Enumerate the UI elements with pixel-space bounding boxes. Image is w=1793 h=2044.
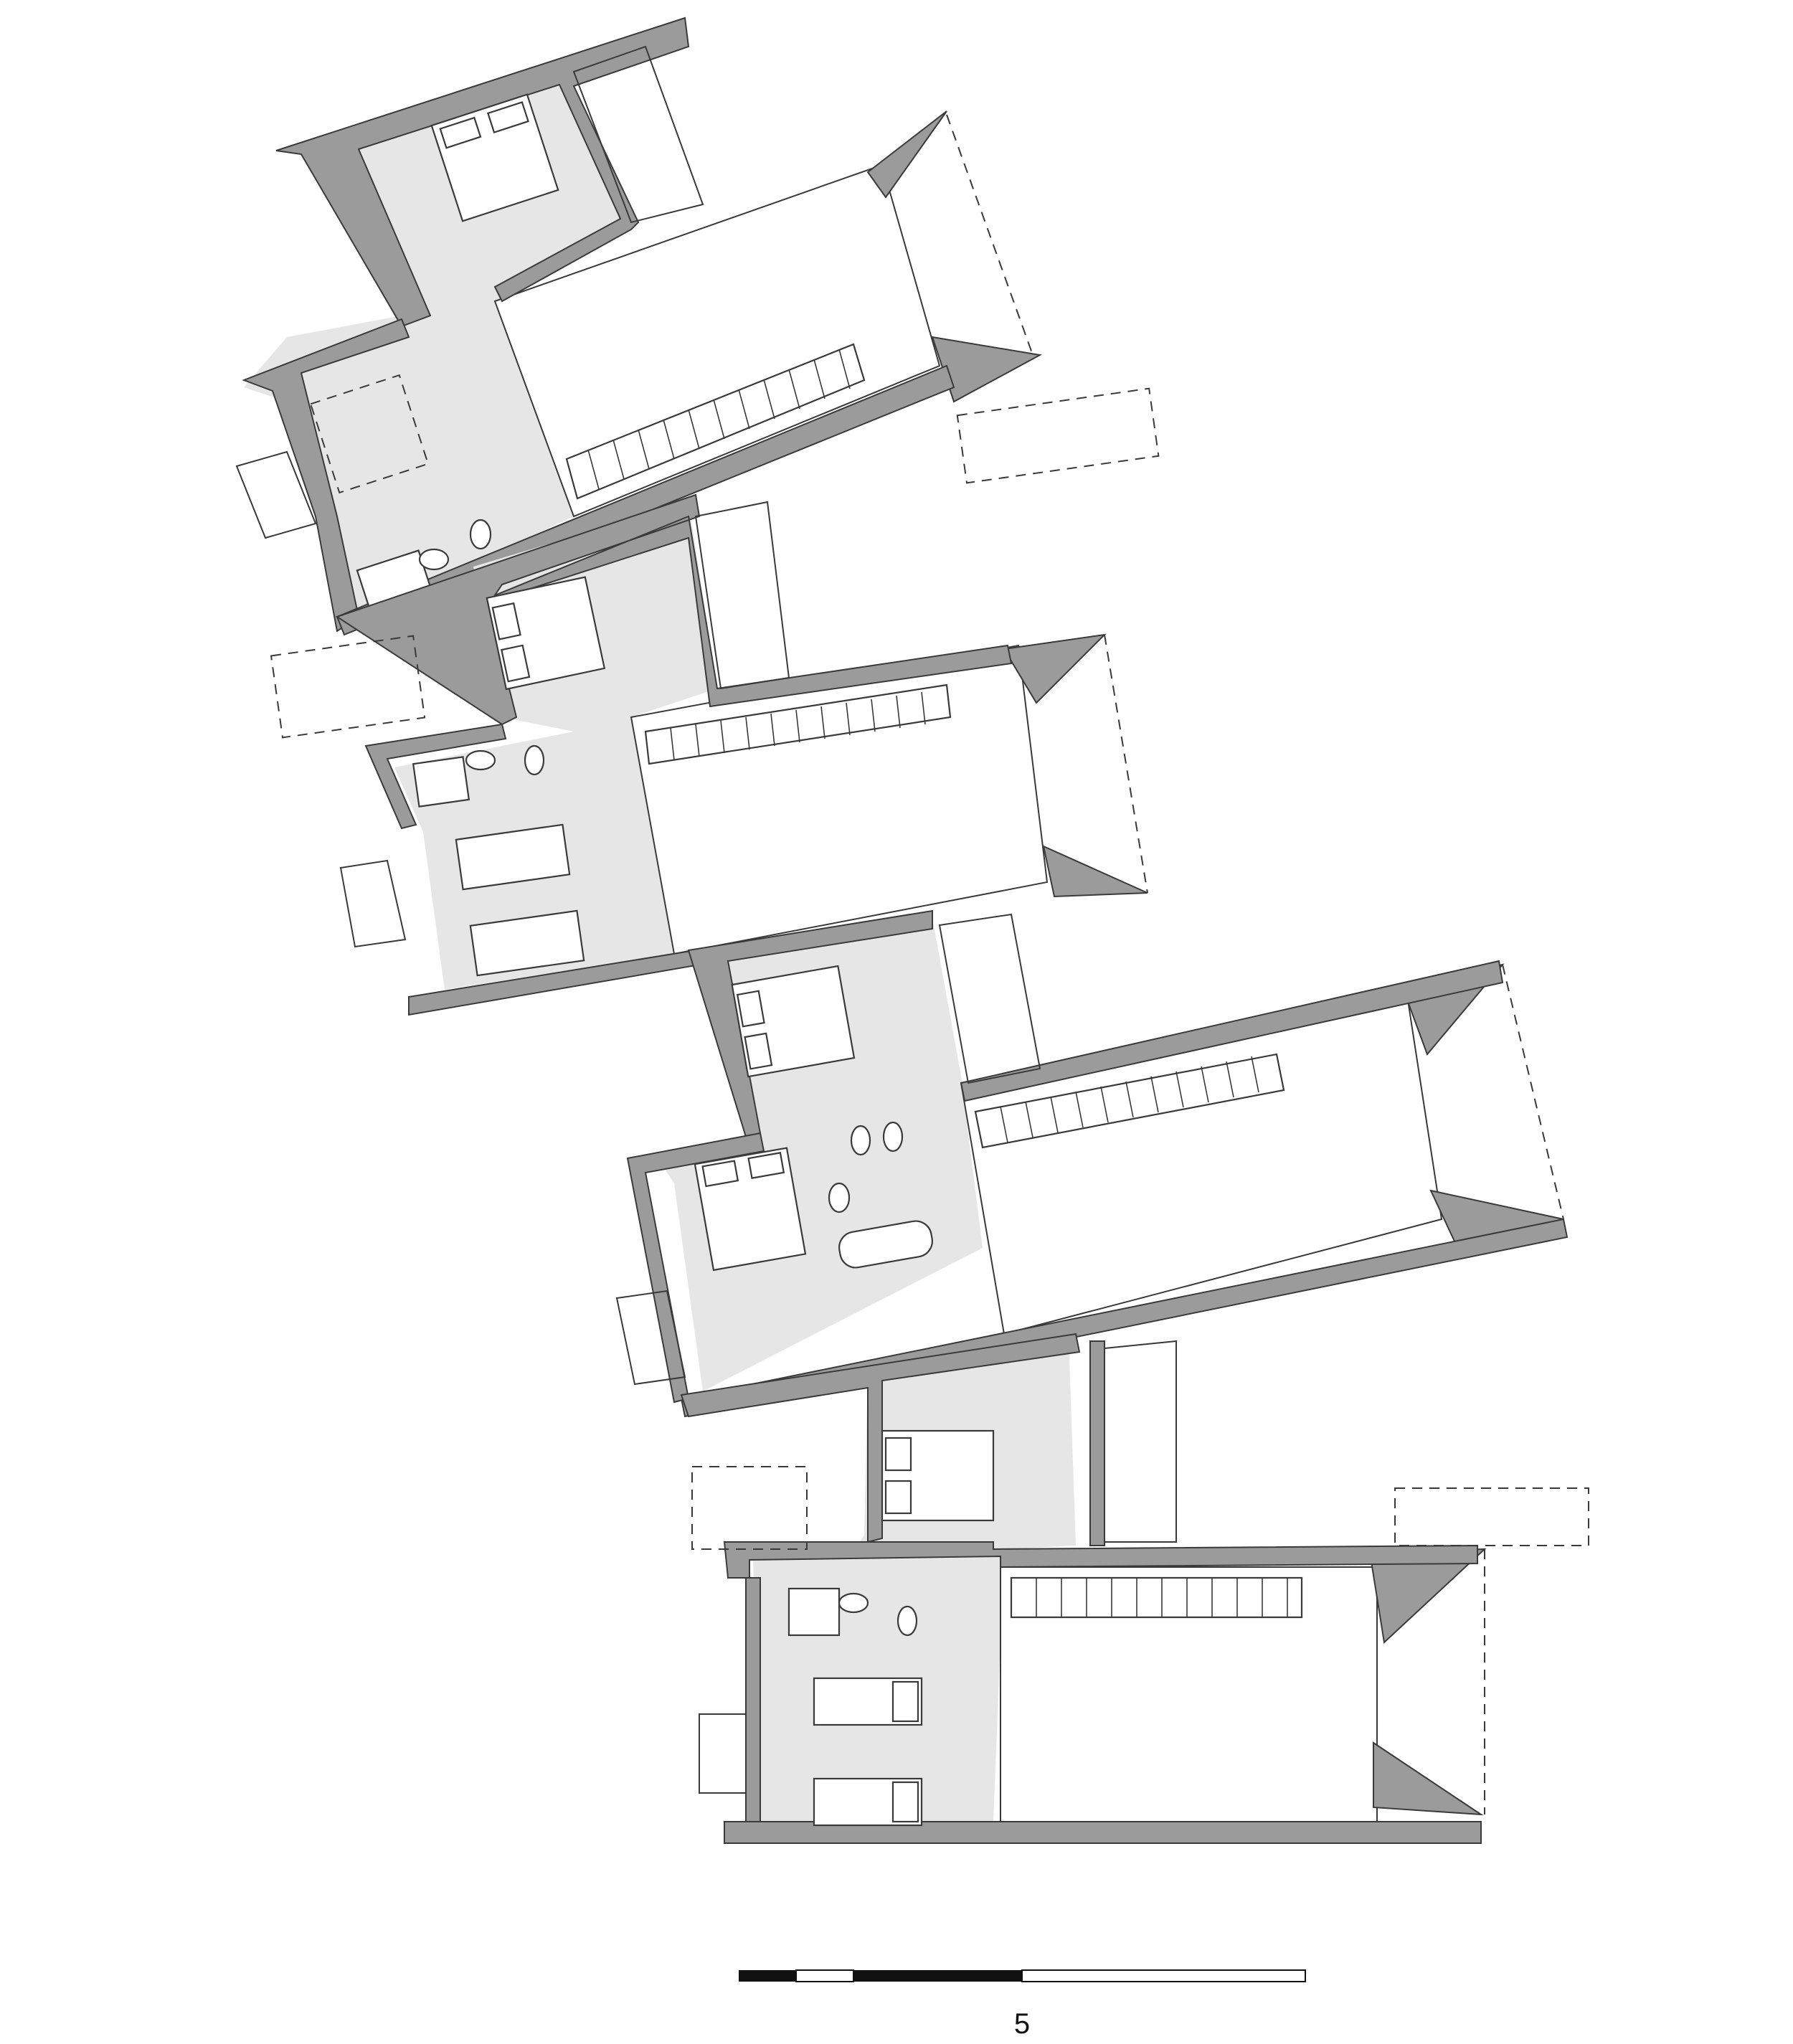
unit-1-private-floor [244,68,631,617]
scale-bar-segment-4 [1021,1969,1306,1982]
unit-3-staircase [974,1053,1285,1149]
unit-3-bathroom [828,1121,933,1269]
unit-4-staircase [1010,1576,1303,1619]
unit-3-balcony [615,1290,686,1386]
unit-4-double-bed [881,1429,995,1522]
unit-2-staircase [644,683,952,765]
unit-4-left-wall [745,1577,761,1822]
unit-4-gable-wall-b [1373,1741,1484,1816]
unit-3-external-stair-right [956,387,1160,484]
scale-bar-label: 5 [1014,2008,1030,2040]
unit-1-double-bed [430,93,559,222]
unit-1-living-room [493,164,941,518]
unit-4-external-stair-right [1394,1487,1589,1546]
unit-2-bathroom [412,744,545,808]
unit-2-gable-wall-b [1042,845,1148,898]
unit-4-bottom-wall [724,1821,1482,1844]
unit-1-gable-wall [866,110,947,199]
unit-2-balcony [339,859,407,948]
unit-4 [680,1333,1589,1844]
unit-1-roof-overhang [946,114,1033,356]
unit-4-top-wall [723,1541,1478,1579]
unit-2 [270,493,1148,1016]
scale-bar-segment-2 [795,1969,854,1982]
unit-3-double-bed-a [731,965,856,1078]
unit-4-outer-wall [680,1333,1081,1543]
unit-4-single-beds [813,1677,923,1827]
unit-3-double-bed-b [694,1147,807,1272]
unit-1-staircase [565,343,866,500]
unit-4-bathroom [787,1587,918,1637]
unit-4-partition [1089,1340,1105,1546]
unit-4-upper-stair [1104,1340,1177,1543]
unit-2-external-stair-left [270,635,426,739]
unit-4-external-stair-left [691,1466,808,1550]
unit-3-mid-wall [626,1132,765,1404]
scale-bar: 5 [739,1969,1306,2040]
unit-3-upper-stair [938,913,1041,1084]
unit-1-bath-outline [309,374,430,494]
unit-2-single-beds [455,823,585,977]
unit-2-gable-wall [1003,633,1107,704]
unit-1-upper-stair [572,45,704,224]
unit-3-top-wall [960,960,1504,1102]
unit-2-mid-wall [364,723,507,830]
unit-2-double-bed [486,576,606,691]
scale-bar-segment-1 [739,1970,796,1982]
unit-1-balcony [235,450,317,539]
unit-1-outer-wall-2 [242,318,410,633]
scale-bar-segment-3 [853,1970,1022,1982]
unit-2-roof-overhang [1104,634,1148,894]
unit-2-upper-stair [694,501,790,690]
unit-4-balcony [699,1713,747,1794]
unit-3-roof-overhang [1502,964,1564,1220]
